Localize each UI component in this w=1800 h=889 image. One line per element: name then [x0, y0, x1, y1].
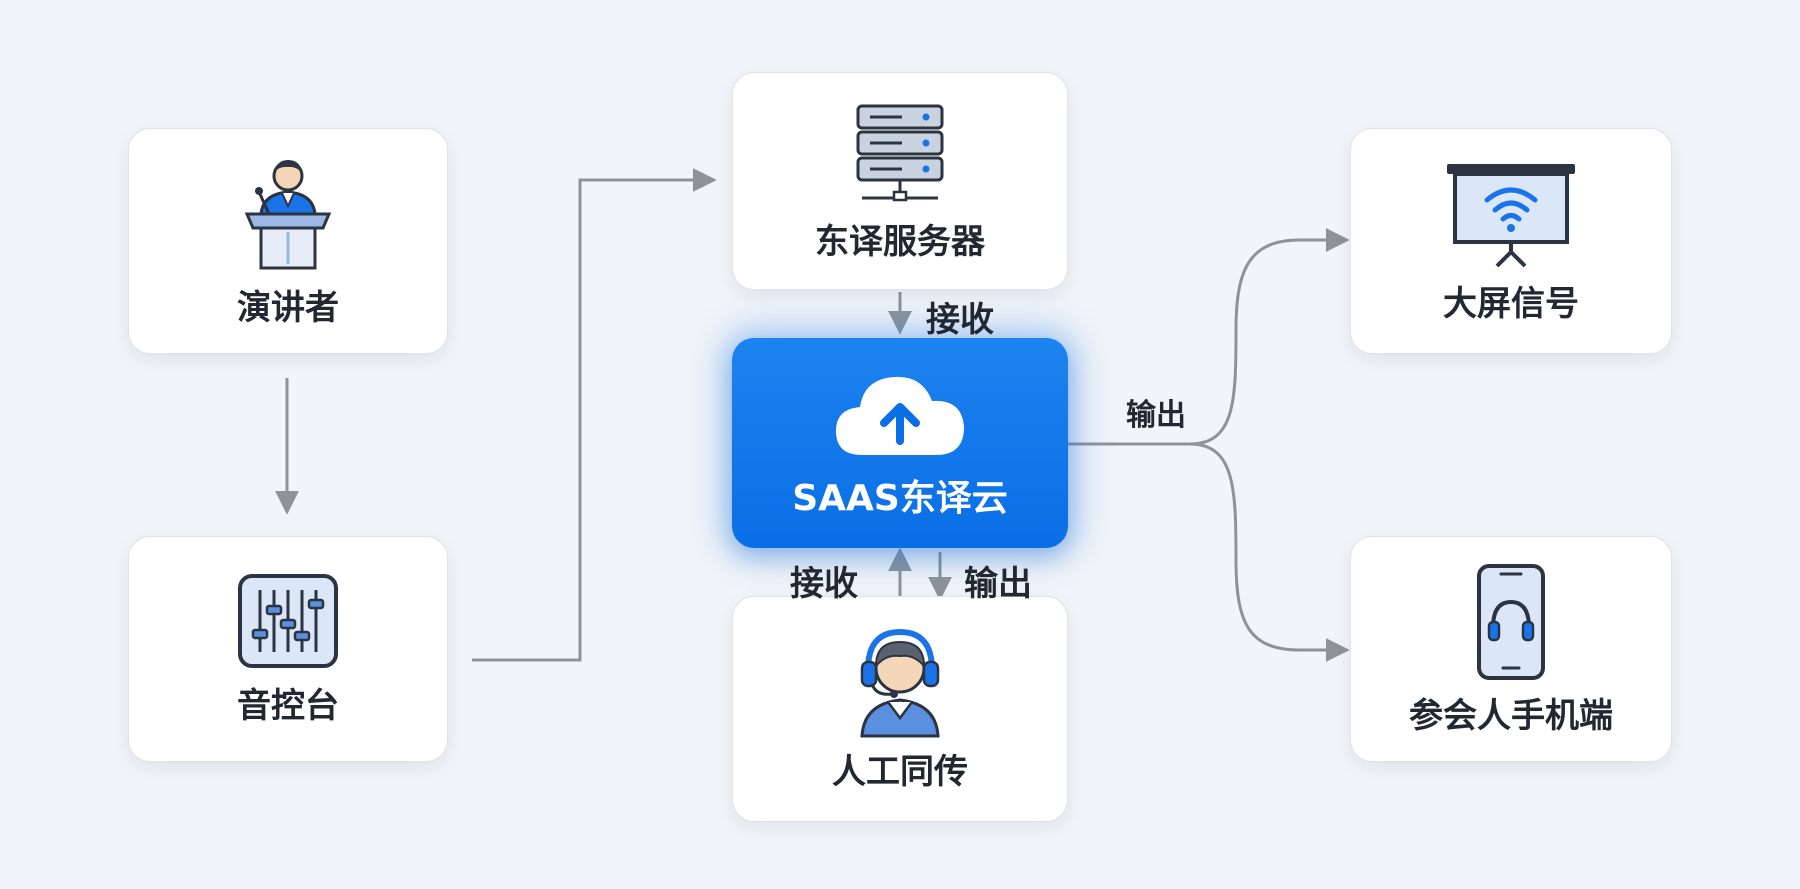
phone-headphones-icon	[1477, 563, 1545, 680]
node-mobile-label: 参会人手机端	[1409, 695, 1613, 736]
node-console-label: 音控台	[237, 685, 339, 726]
node-interpreter-label: 人工同传	[832, 751, 968, 792]
edge-cloud-to-mobile	[1189, 442, 1350, 662]
node-cloud: SAAS东译云	[732, 338, 1068, 548]
node-server: 东译服务器	[732, 72, 1068, 290]
node-speaker: 演讲者	[128, 128, 448, 354]
server-rack-icon	[856, 104, 944, 201]
edge-label-cloud-to-interpreter: 输出	[964, 564, 1032, 604]
projector-screen-wifi-icon	[1447, 163, 1575, 267]
node-cloud-label: SAAS东译云	[792, 478, 1008, 519]
speaker-at-podium-icon	[244, 159, 332, 269]
node-mobile: 参会人手机端	[1350, 536, 1672, 762]
node-speaker-label: 演讲者	[237, 287, 339, 328]
mixer-sliders-icon	[238, 573, 338, 668]
edge-label-server-to-cloud: 接收	[926, 300, 994, 340]
edge-label-interpreter-to-cloud: 接收	[790, 564, 858, 604]
edge-label-cloud-to-outputs: 输出	[1126, 398, 1186, 433]
headset-operator-icon	[860, 628, 940, 737]
node-interpreter: 人工同传	[732, 596, 1068, 822]
node-screen: 大屏信号	[1350, 128, 1672, 354]
edge-cloud-to-screen	[1189, 228, 1350, 446]
node-server-label: 东译服务器	[815, 221, 985, 262]
node-screen-label: 大屏信号	[1443, 283, 1579, 324]
edge-console-to-server	[472, 168, 717, 662]
node-console: 音控台	[128, 536, 448, 762]
cloud-upload-icon	[836, 376, 964, 455]
